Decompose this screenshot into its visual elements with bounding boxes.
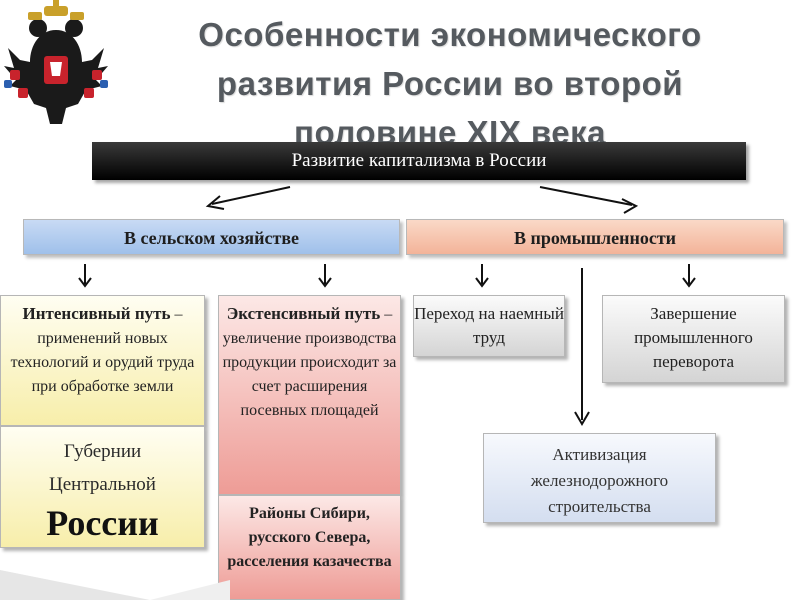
- intensive-path-box: Интенсивный путь – применений новых техн…: [0, 295, 205, 426]
- central-regions-line-3: России: [46, 503, 159, 543]
- capitalism-band: Развитие капитализма в России: [92, 142, 746, 180]
- hired-labor-box: Переход на наемный труд: [413, 295, 565, 357]
- siberia-regions-box: Районы Сибири, русского Севера, расселен…: [218, 495, 401, 600]
- industry-header: В промышленности: [406, 219, 784, 255]
- extensive-path-box: Экстенсивный путь –увеличение производст…: [218, 295, 401, 495]
- page-title: Особенности экономического развития Росс…: [115, 10, 785, 157]
- central-regions-line-2: Центральной: [49, 474, 156, 495]
- intensive-desc: – применений новых технологий и орудий т…: [10, 306, 195, 395]
- railway-construction-box: Активизация железнодорожного строительст…: [483, 433, 716, 523]
- extensive-term: Экстенсивный путь: [226, 304, 381, 323]
- extensive-desc: –увеличение производства продукции проис…: [222, 306, 397, 419]
- central-regions-line-1: Губернии: [63, 441, 142, 462]
- agriculture-header: В сельском хозяйстве: [23, 219, 400, 255]
- coat-of-arms-icon: [4, 0, 108, 124]
- title-line-1: Особенности экономического: [198, 16, 702, 53]
- decorative-stripe: [0, 570, 230, 600]
- intensive-term: Интенсивный путь: [22, 304, 171, 323]
- central-regions-box: Губернии Центральной России: [0, 426, 205, 548]
- industrial-revolution-box: Завершение промышленного переворота: [602, 295, 785, 383]
- title-line-2: развития России во второй: [216, 65, 684, 102]
